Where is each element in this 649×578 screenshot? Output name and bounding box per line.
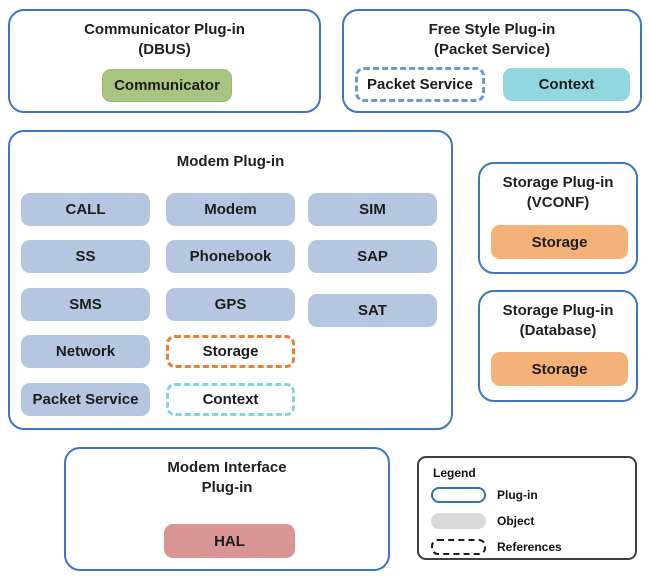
- modem-plugin-title: Modem Plug-in: [176, 153, 285, 170]
- modem-interface-plugin-box: Modem Interface Plug-in HAL: [64, 447, 390, 571]
- freestyle-plugin-title-line1: Free Style Plug-in: [428, 21, 556, 38]
- storage-vconf-plugin-title: Storage Plug-in (VCONF): [480, 164, 636, 214]
- legend-object-swatch: [431, 513, 486, 529]
- modem-object-sms: SMS: [21, 288, 150, 321]
- modem-object-modem: Modem: [166, 193, 295, 226]
- storage-db-title-line1: Storage Plug-in: [502, 302, 614, 319]
- hal-object: HAL: [164, 524, 295, 558]
- freestyle-plugin-box: Free Style Plug-in (Packet Service) Pack…: [342, 9, 642, 113]
- modem-interface-plugin-title: Modem Interface Plug-in: [66, 449, 388, 499]
- legend-title: Legend: [433, 466, 476, 480]
- modem-storage-reference: Storage: [166, 335, 295, 368]
- freestyle-packet-service-reference: Packet Service: [355, 67, 485, 102]
- legend-references-swatch: [431, 539, 486, 555]
- communicator-object: Communicator: [102, 69, 232, 102]
- storage-db-object: Storage: [491, 352, 628, 386]
- modem-object-packet-service: Packet Service: [21, 383, 150, 416]
- freestyle-plugin-title-line2: (Packet Service): [434, 41, 550, 59]
- freestyle-context-object: Context: [503, 68, 630, 101]
- storage-vconf-title-line1: Storage Plug-in: [502, 174, 614, 191]
- legend-plugin-swatch: [431, 487, 486, 503]
- modem-object-gps: GPS: [166, 288, 295, 321]
- modem-object-ss: SS: [21, 240, 150, 273]
- legend-box: Legend Plug-in Object References: [417, 456, 637, 560]
- modem-plugin-box: Modem Plug-in CALL Modem SIM SS Phoneboo…: [8, 130, 453, 430]
- modem-object-phonebook: Phonebook: [166, 240, 295, 273]
- communicator-plugin-title-line1: Communicator Plug-in: [84, 21, 245, 38]
- modem-interface-title-line1: Modem Interface: [167, 459, 287, 476]
- modem-object-sat: SAT: [308, 294, 437, 327]
- communicator-plugin-title-line2: (DBUS): [138, 41, 191, 59]
- legend-plugin-label: Plug-in: [497, 488, 538, 502]
- communicator-plugin-box: Communicator Plug-in (DBUS) Communicator: [8, 9, 321, 113]
- modem-object-network: Network: [21, 335, 150, 368]
- storage-db-plugin-box: Storage Plug-in (Database) Storage: [478, 290, 638, 402]
- legend-object-label: Object: [497, 514, 535, 528]
- modem-object-call: CALL: [21, 193, 150, 226]
- modem-object-sim: SIM: [308, 193, 437, 226]
- storage-db-title-line2: (Database): [519, 322, 597, 340]
- freestyle-plugin-title: Free Style Plug-in (Packet Service): [344, 11, 640, 61]
- modem-interface-title-line2: Plug-in: [201, 479, 253, 497]
- storage-vconf-plugin-box: Storage Plug-in (VCONF) Storage: [478, 162, 638, 274]
- storage-vconf-object: Storage: [491, 225, 628, 259]
- modem-object-sap: SAP: [308, 240, 437, 273]
- modem-context-reference: Context: [166, 383, 295, 416]
- legend-references-label: References: [497, 540, 562, 554]
- communicator-plugin-title: Communicator Plug-in (DBUS): [10, 11, 319, 61]
- storage-vconf-title-line2: (VCONF): [526, 194, 590, 212]
- storage-db-plugin-title: Storage Plug-in (Database): [480, 292, 636, 342]
